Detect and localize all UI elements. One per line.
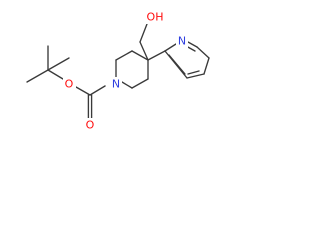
ester-oxygen-label: O: [65, 78, 74, 91]
carbamate-group: [75, 85, 106, 119]
bond-quaternary-to-ch2: [139, 41, 149, 61]
bond-pyridine-c3-to-c2: [164, 50, 188, 79]
bond-tbu-methyl-right: [47, 57, 70, 71]
piperidine-nitrogen-label: N: [112, 78, 120, 91]
carbonyl-oxygen-label: O: [86, 119, 95, 132]
bond-pyridine-n-to-c6: [187, 41, 198, 48]
hydroxymethyl-group: [139, 23, 149, 61]
bond-pyridine-c4-to-c3: [186, 73, 205, 79]
atom-label-pyridine-nitrogen: N: [176, 35, 188, 48]
bond-tbu-to-ester-oxygen: [47, 69, 64, 80]
bond-pyridine-c2-to-n: [164, 43, 177, 52]
pyridine-ring: [147, 41, 210, 79]
molecule-structure: OH N N O O: [26, 11, 210, 132]
bond-ch2-to-hydroxyl: [139, 23, 148, 43]
bond-tbu-methyl-left: [26, 69, 49, 83]
atom-label-ester-oxygen: O: [63, 77, 76, 91]
atom-label-carbonyl-oxygen: O: [84, 118, 97, 132]
bond-ester-oxygen-to-carbonyl: [75, 86, 91, 96]
bond-ring-c2-to-c3: [115, 50, 133, 61]
pyridine-nitrogen-label: N: [178, 35, 186, 48]
bond-quaternary-to-pyridine: [147, 50, 166, 61]
bond-pyridine-inner-double-3: [168, 54, 186, 75]
atom-label-piperidine-nitrogen: N: [110, 77, 122, 91]
bond-ring-c5-to-c6: [131, 78, 149, 89]
bond-pyridine-c6-to-c5: [196, 46, 210, 59]
tert-butyl-group: [26, 45, 70, 83]
bond-ring-c3-to-c4: [131, 50, 149, 61]
bond-carbonyl-to-ring-nitrogen: [89, 85, 106, 96]
piperidine-ring: [115, 50, 149, 89]
atom-label-hydroxyl: OH: [145, 11, 166, 24]
bond-pyridine-inner-double-2: [187, 70, 200, 75]
bond-pyridine-c5-to-c4: [203, 57, 210, 75]
bond-ring-c6-to-n: [121, 81, 133, 89]
hydroxyl-oxygen-label: OH: [147, 11, 164, 24]
